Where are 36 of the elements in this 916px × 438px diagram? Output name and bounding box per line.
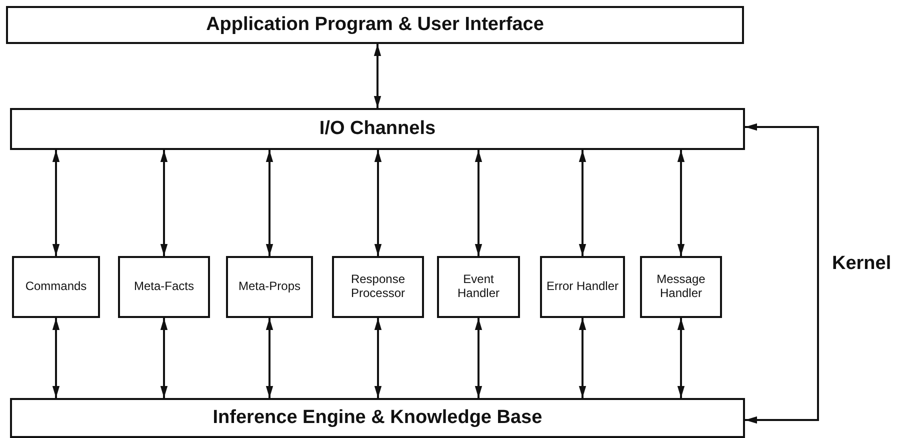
box-label: Meta-Props (237, 280, 302, 294)
box-label: Error Handler (545, 280, 620, 294)
process-box (118, 256, 210, 318)
double-arrow (677, 150, 685, 256)
box-label: Inference Engine & Knowledge Base (212, 407, 544, 429)
process-box (12, 256, 100, 318)
box-label: Meta-Facts (132, 280, 195, 294)
box-label: Application Program & User Interface (205, 14, 545, 36)
process-box (437, 256, 520, 318)
double-arrow (474, 150, 482, 256)
double-arrow (374, 318, 382, 398)
process-box (6, 6, 744, 44)
double-arrow (52, 150, 60, 256)
double-arrow (266, 318, 274, 398)
process-box (540, 256, 625, 318)
double-arrow (374, 44, 382, 108)
double-arrow (578, 318, 586, 398)
process-box (10, 108, 745, 150)
double-arrow (677, 318, 685, 398)
double-arrow (745, 123, 819, 424)
double-arrow (374, 150, 382, 256)
process-box (640, 256, 722, 318)
box-label: Event Handler (456, 273, 501, 301)
process-box (10, 398, 745, 438)
double-arrow (52, 318, 60, 398)
process-box (332, 256, 424, 318)
box-label: Response Processor (350, 273, 406, 301)
double-arrow (474, 318, 482, 398)
process-box (226, 256, 313, 318)
double-arrow (266, 150, 274, 256)
box-label: I/O Channels (318, 118, 437, 140)
double-arrow (160, 318, 168, 398)
double-arrow (160, 150, 168, 256)
double-arrow (578, 150, 586, 256)
box-label: Message Handler (656, 273, 706, 301)
box-label: Commands (24, 280, 88, 294)
